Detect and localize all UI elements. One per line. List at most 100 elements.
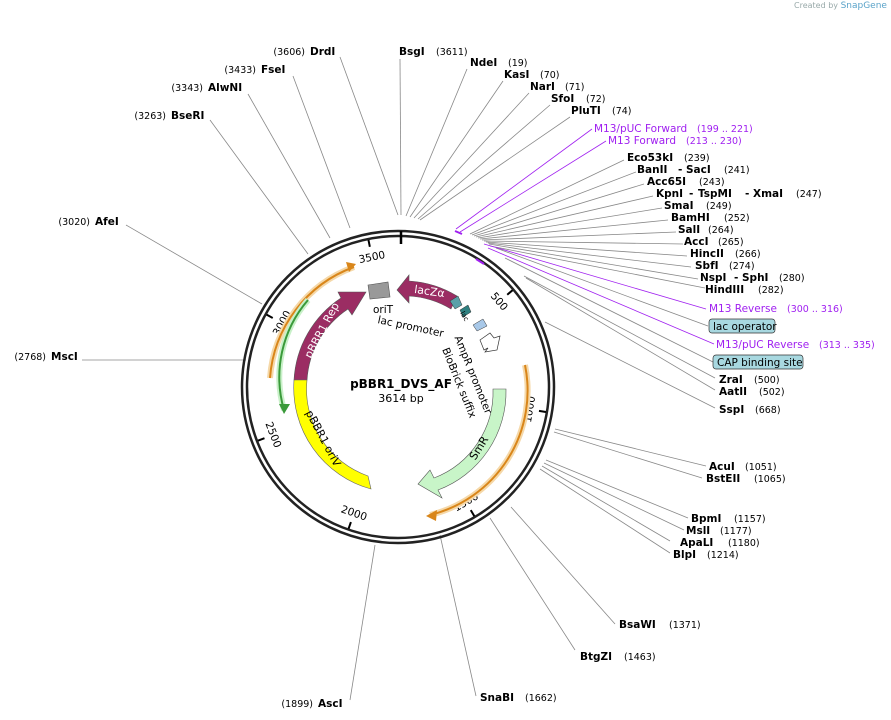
feature-box-labels: lac operator CAP binding site — [708, 318, 804, 370]
enzyme-pos: (1214) — [707, 550, 739, 561]
enzyme-label[interactable]: AcuI — [709, 461, 735, 473]
enzyme-pos: (74) — [612, 106, 632, 117]
tick-mark — [506, 289, 514, 296]
plasmid-size: 3614 bp — [378, 392, 423, 405]
enzyme-pos: (249) — [706, 201, 732, 212]
enzyme-label[interactable]: MslI — [686, 525, 710, 537]
bioBrick-suffix-mark — [472, 318, 488, 332]
enzyme-label[interactable]: ZraI — [719, 374, 743, 386]
enzyme-group-name[interactable]: SphI — [742, 272, 768, 284]
enzyme-group-pos: (241) — [724, 165, 750, 176]
primer-label[interactable]: M13/pUC Forward — [594, 123, 687, 135]
primer-range: (213 .. 230) — [686, 136, 742, 147]
enzyme-label[interactable]: BstEII — [706, 473, 740, 485]
enzyme-label[interactable]: NdeI — [470, 57, 497, 69]
enzyme-label[interactable]: SfoI — [551, 93, 574, 105]
enzyme-pos: (1899) — [281, 699, 313, 710]
pBBR1-oriV-arc — [293, 379, 372, 490]
enzyme-pos: (1662) — [525, 693, 557, 704]
enzyme-label[interactable]: AlwNI — [208, 82, 242, 94]
enzyme-pos: (1065) — [754, 474, 786, 485]
orf-arc-right-core — [429, 364, 529, 516]
backbone-inner — [245, 234, 551, 540]
primer-range: (300 .. 316) — [787, 304, 843, 315]
enzyme-label[interactable]: BseRI — [171, 110, 204, 122]
enzyme-pos: (266) — [735, 249, 761, 260]
lac-promoter-arrow — [449, 295, 463, 310]
enzyme-label[interactable]: AccI — [684, 236, 708, 248]
primer-label[interactable]: M13 Reverse — [709, 303, 777, 315]
enzyme-label[interactable]: BamHI — [671, 212, 710, 224]
enzyme-label[interactable]: KasI — [504, 69, 529, 81]
enzyme-label[interactable]: NarI — [530, 81, 555, 93]
tick-mark — [347, 521, 352, 529]
primer-leader-lines — [455, 128, 715, 345]
enzyme-label[interactable]: PluTI — [571, 105, 601, 117]
lacZa-label: lacZα — [413, 283, 445, 300]
enzyme-pos: (1177) — [720, 526, 752, 537]
tick-label: 2500 — [262, 420, 283, 449]
SmR-arrow — [417, 388, 507, 499]
enzyme-pos: (1371) — [669, 620, 701, 631]
snapgene-watermark: Created by SnapGene — [794, 1, 887, 11]
enzyme-label[interactable]: BpmI — [691, 513, 721, 525]
enzyme-label[interactable]: Acc65I — [647, 176, 686, 188]
enzyme-pos: (265) — [718, 237, 744, 248]
enzyme-label[interactable]: AfeI — [95, 216, 119, 228]
enzyme-label[interactable]: SnaBI — [480, 692, 514, 704]
enzyme-pos: (1157) — [734, 514, 766, 525]
lac-promoter-label: lac promoter — [377, 314, 446, 340]
enzyme-pos: (72) — [586, 94, 606, 105]
lac-operator-box-label: lac operator — [713, 321, 777, 333]
primer-mark-fwd — [454, 230, 463, 235]
enzyme-pos: (264) — [708, 225, 734, 236]
primer-range: (313 .. 335) — [819, 340, 875, 351]
enzyme-label[interactable]: SmaI — [664, 200, 694, 212]
pBBR1-rep-label: pBBR1 Rep — [302, 300, 342, 360]
enzyme-label[interactable]: SspI — [719, 404, 744, 416]
lac-operator-mark — [459, 304, 472, 318]
enzyme-group-sep: - — [745, 188, 749, 200]
enzyme-label[interactable]: DrdI — [310, 46, 335, 58]
enzyme-label[interactable]: SalI — [678, 224, 700, 236]
enzyme-pos: (282) — [758, 285, 784, 296]
enzyme-label[interactable]: MscI — [51, 351, 78, 363]
enzyme-group-name[interactable]: BanII — [637, 164, 667, 176]
enzyme-pos: (3611) — [436, 47, 468, 58]
enzyme-pos: (500) — [754, 375, 780, 386]
enzyme-group-sep: - — [734, 272, 738, 284]
enzyme-label[interactable]: AscI — [318, 698, 343, 710]
primer-label[interactable]: M13/pUC Reverse — [716, 339, 809, 351]
enzyme-group-name[interactable]: XmaI — [753, 188, 783, 200]
orf-arc-left-head — [346, 262, 356, 272]
cap-binding-site-box[interactable] — [712, 354, 804, 370]
enzyme-pos: (19) — [508, 58, 528, 69]
enzyme-label[interactable]: BsgI — [399, 46, 425, 58]
enzyme-label[interactable]: FseI — [261, 64, 285, 76]
oriT-box — [367, 281, 391, 300]
enzyme-label[interactable]: ApaLI — [680, 537, 713, 549]
enzyme-label[interactable]: Eco53kI — [627, 152, 673, 164]
enzyme-label[interactable]: BsaWI — [619, 619, 656, 631]
enzyme-group-name[interactable]: KpnI — [656, 188, 683, 200]
enzyme-group-name[interactable]: NspI — [700, 272, 726, 284]
enzyme-labels: (3606) DrdI BsgI (3611) NdeI (19) KasI (… — [14, 46, 821, 710]
enzyme-label[interactable]: SbfI — [695, 260, 719, 272]
tick-label: 500 — [488, 290, 510, 313]
enzyme-label[interactable]: BlpI — [673, 549, 696, 561]
enzyme-label[interactable]: BtgZI — [580, 651, 612, 663]
enzyme-group-sep: - — [678, 164, 682, 176]
enzyme-label[interactable]: AatII — [719, 386, 747, 398]
enzyme-pos: (1180) — [728, 538, 760, 549]
lac-operator-box[interactable] — [708, 318, 776, 334]
enzyme-pos: (70) — [540, 70, 560, 81]
lacZa-arrow — [396, 274, 458, 310]
primer-range: (199 .. 221) — [697, 124, 753, 135]
enzyme-group-name[interactable]: TspMI — [698, 188, 732, 200]
primer-label[interactable]: M13 Forward — [608, 135, 676, 147]
enzyme-label[interactable]: HincII — [690, 248, 724, 260]
enzyme-label[interactable]: HindIII — [705, 284, 744, 296]
tick-mark — [367, 239, 371, 247]
enzyme-leader-lines — [82, 56, 716, 701]
enzyme-group-name[interactable]: SacI — [686, 164, 711, 176]
